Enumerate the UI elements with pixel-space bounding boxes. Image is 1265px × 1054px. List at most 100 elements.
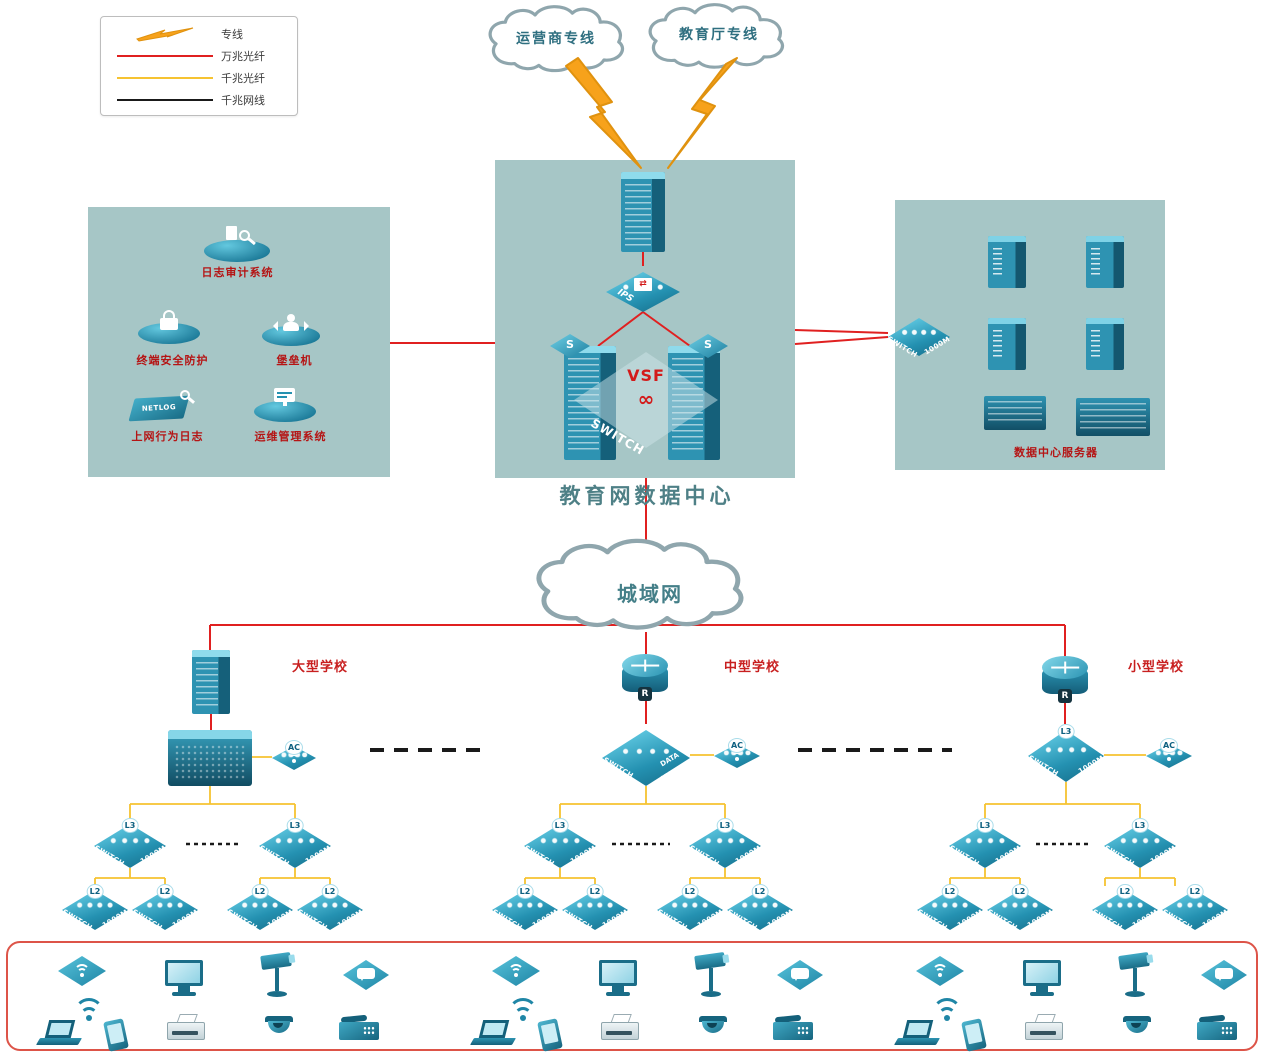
desktop-monitor-icon[interactable] [599,960,639,998]
ptz-camera-icon[interactable] [260,951,295,998]
l3-switch[interactable]: L3 SWITCH 1000M [258,818,332,868]
laptop-icon[interactable] [893,1020,941,1048]
screen-icon [599,960,637,986]
wireless-ap-icon[interactable] [916,956,964,986]
l2-badge: L2 [1011,884,1029,899]
ops-management-icon[interactable] [254,388,316,422]
ptz-camera-icon[interactable] [1118,951,1153,998]
printer-icon[interactable] [167,1014,207,1044]
black-line-sample [117,99,213,101]
l2-switch[interactable]: L2 SWITCH 1000M [61,884,129,932]
large-school-core-device[interactable] [168,730,252,786]
l2-switch[interactable]: L2 SWITCH 1000M [131,884,199,932]
datacenter-core-switch[interactable]: SWITCH DATA CENTER [601,724,690,786]
l2-switch[interactable]: L2 SWITCH 1000M [726,884,794,932]
wifi-signal-icon[interactable] [72,996,106,1024]
server-tower[interactable] [1086,318,1124,370]
message-device-icon[interactable] [343,960,389,990]
netlog-device-icon[interactable]: NETLOG [128,390,192,424]
dome-camera-icon[interactable] [1123,1016,1153,1040]
laptop-icon[interactable] [35,1020,83,1048]
printer-icon[interactable] [1025,1014,1065,1044]
camera-base-icon [1125,991,1145,997]
fax-machine-icon[interactable] [773,1014,815,1044]
log-audit-icon[interactable] [204,226,270,262]
fax-machine-icon[interactable] [1197,1014,1239,1044]
switch-face-icon [888,318,950,356]
dome-camera-icon[interactable] [699,1016,729,1040]
wireless-controller[interactable]: AC [272,740,316,770]
medium-school-label: 中型学校 [723,660,780,675]
carrier-cloud-label: 运营商专线 [516,31,596,47]
l2-switch[interactable]: L2 SWITCH 1000M [1091,884,1159,932]
server-tower[interactable] [988,318,1026,370]
l2-switch[interactable]: L2 SWITCH 1000M [491,884,559,932]
person-body-icon [283,322,299,331]
message-device-icon[interactable] [1201,960,1247,990]
wifi-signal-icon[interactable] [930,996,964,1024]
wireless-controller[interactable]: AC [714,738,760,768]
server-zone-switch[interactable]: SWITCH 1000M [886,312,952,359]
l2-switch[interactable]: L2 SWITCH 1000M [226,884,294,932]
printer-body-icon [601,1022,639,1040]
large-school-firewall[interactable] [192,650,230,714]
firewall-tower[interactable] [621,172,665,252]
ptz-camera-icon[interactable] [694,951,729,998]
smartphone-icon[interactable] [103,1018,129,1052]
wireless-ap-icon[interactable] [492,956,540,986]
l2-switch[interactable]: L2 SWITCH 1000M [1161,884,1229,932]
desktop-monitor-icon[interactable] [1023,960,1063,998]
l2-badge: L2 [516,884,534,899]
wifi-icon [931,964,949,978]
l3-core-switch[interactable]: L3 SWITCH 1000M [1027,724,1105,782]
printer-icon[interactable] [601,1014,641,1044]
medium-school-router[interactable]: R [622,654,668,701]
l2-switch[interactable]: L2 SWITCH 1000M [561,884,629,932]
fax-body-icon [773,1022,813,1040]
wifi-signal-icon[interactable] [506,996,540,1024]
l3-badge: L3 [1131,818,1149,833]
l3-switch[interactable]: L3 SWITCH 1000M [948,818,1022,868]
smartphone-icon[interactable] [961,1018,987,1052]
l2-switch[interactable]: L2 SWITCH 1000M [656,884,724,932]
screen-icon [1023,960,1061,986]
terminal-security-icon[interactable] [138,310,200,344]
left-arrow-icon [268,321,278,331]
laptop-icon[interactable] [469,1020,517,1048]
l3-badge: L3 [551,818,569,833]
fax-machine-icon[interactable] [339,1014,381,1044]
ips-device[interactable]: ⇄ IPS [606,266,680,312]
legend-row-1g-fiber: 千兆光纤 [117,67,297,89]
server-tower[interactable] [1086,236,1124,288]
router-top-icon [622,654,668,678]
keyboard-icon [35,1038,83,1045]
terminal-group-large [26,944,438,1052]
terminal-group-medium [460,944,872,1052]
l2-switch[interactable]: L2 SWITCH 1000M [296,884,364,932]
message-device-icon[interactable] [777,960,823,990]
camera-mount-icon [699,1016,727,1022]
desktop-monitor-icon[interactable] [165,960,205,998]
l3-switch[interactable]: L3 SWITCH 1000M [93,818,167,868]
camera-base-icon [701,991,721,997]
l3-switch[interactable]: L3 SWITCH 1000M [688,818,762,868]
dome-camera-icon[interactable] [265,1016,295,1040]
wireless-controller[interactable]: AC [1146,738,1192,768]
l2-badge: L2 [1116,884,1134,899]
rack-server[interactable] [1076,398,1150,436]
bastion-host-label: 堡垒机 [276,354,313,367]
l3-switch[interactable]: L3 SWITCH 1000M [1103,818,1177,868]
small-school-router[interactable]: R [1042,656,1088,703]
l3-switch[interactable]: L3 SWITCH 1000M [523,818,597,868]
l2-badge: L2 [751,884,769,899]
server-tower[interactable] [988,236,1026,288]
wireless-ap-icon[interactable] [58,956,106,986]
l2-switch[interactable]: L2 SWITCH 1000M [916,884,984,932]
platform-icon [138,322,200,344]
l2-switch[interactable]: L2 SWITCH 1000M [986,884,1054,932]
education-cloud-label: 教育厅专线 [679,27,759,43]
rack-server[interactable] [984,396,1046,430]
bastion-host-icon[interactable] [262,314,320,346]
smartphone-icon[interactable] [537,1018,563,1052]
screen-icon [44,1020,76,1038]
